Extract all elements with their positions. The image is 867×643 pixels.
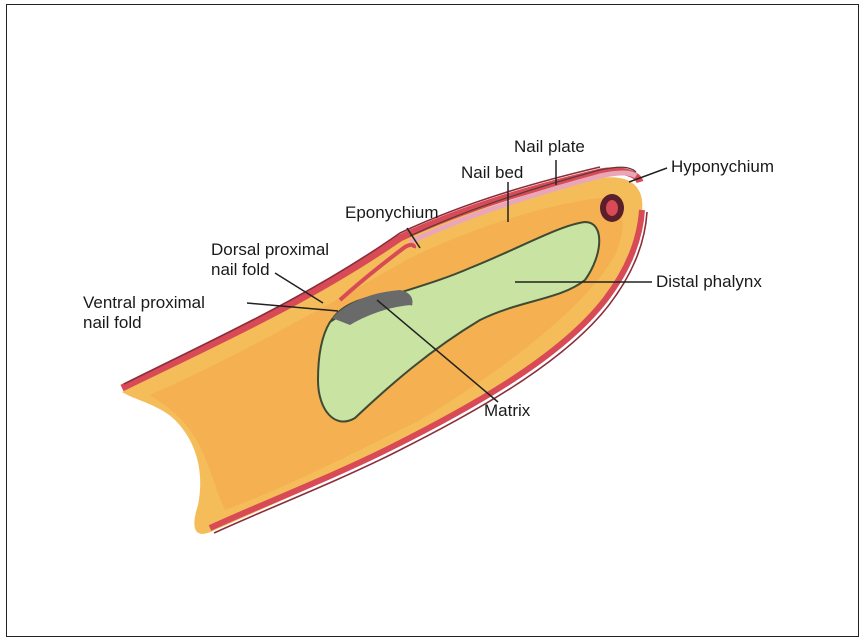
label-nail-bed: Nail bed [461, 163, 523, 182]
label-hyponychium: Hyponychium [671, 157, 774, 176]
label-matrix: Matrix [484, 401, 530, 420]
label-dorsal-proximal-nail-fold-line1: Dorsal proximal [211, 240, 329, 259]
hyponychium-tip-highlight [606, 200, 618, 216]
label-eponychium: Eponychium [345, 203, 439, 222]
label-ventral-proximal-nail-fold-line1: Ventral proximal [83, 293, 205, 312]
label-nail-plate: Nail plate [514, 137, 585, 156]
label-ventral-proximal-nail-fold-line2: nail fold [83, 313, 142, 332]
label-dorsal-proximal-nail-fold-line2: nail fold [211, 260, 270, 279]
label-distal-phalynx: Distal phalynx [656, 272, 762, 291]
